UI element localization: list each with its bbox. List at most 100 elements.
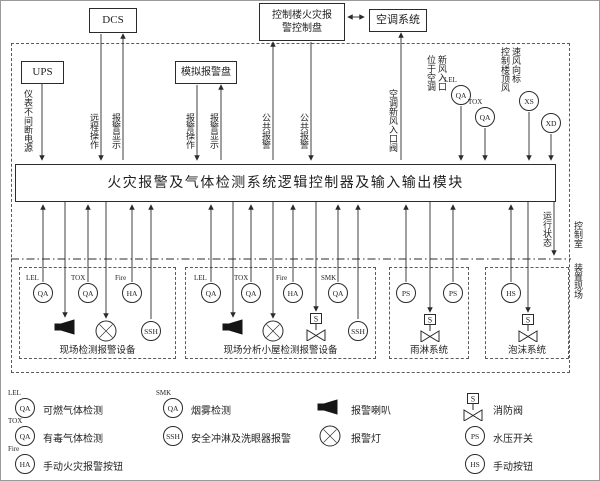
g2-instrument-tox: TOX QA <box>234 274 261 303</box>
system-boundary-border <box>11 43 570 373</box>
alarm-horn-icon <box>54 319 75 335</box>
group-analyzer-house-label: 现场分析小屋检测报警设备 <box>223 346 338 356</box>
g2-instrument-ssh: SSH <box>348 321 368 341</box>
instrument-bubble: PS <box>465 426 485 446</box>
valve-letter: S <box>314 315 318 324</box>
valve-letter: S <box>428 316 432 325</box>
group-analyzer-house-border: 现场分析小屋检测报警设备 <box>185 267 376 359</box>
legend-desc-smoke: 烟雾检测 <box>191 406 231 417</box>
instrument-tag: TOX <box>8 417 23 425</box>
fire-valve-icon: S <box>463 393 483 421</box>
instrument-bubble: QA <box>33 283 53 303</box>
g1-instrument-lel: LEL QA <box>26 274 53 303</box>
g2-instrument-fire: Fire HA <box>276 274 303 303</box>
note-fresh-air-inlet: 位于空调新风入口 <box>426 55 447 91</box>
legend-desc-lel: 可燃气体检测 <box>43 406 103 417</box>
instrument-bubble: XS <box>519 91 539 111</box>
instrument-bubble: HA <box>122 283 142 303</box>
group-deluge-border: 雨淋系统 <box>389 267 469 359</box>
legend-symbol-smoke: SMK QA <box>156 389 183 418</box>
legend-symbol-tox: TOX QA <box>8 417 35 446</box>
instrument-bubble: SSH <box>141 321 161 341</box>
hvac-box: 空调系统 <box>369 9 427 32</box>
instrument-tag: SMK <box>156 389 172 397</box>
fire-panel-box: 控制楼火灾报警控制盘 <box>259 3 345 41</box>
instrument-bubble: HA <box>15 454 35 474</box>
analog-alarm-panel-box: 模拟报警盘 <box>175 61 237 84</box>
instrument-wind-speed: XS <box>519 91 539 111</box>
instrument-bubble: QA <box>328 283 348 303</box>
dcs-label: DCS <box>102 14 124 26</box>
instrument-tag: SMK <box>321 274 337 282</box>
legend-desc-fire: 手动火灾报警按钮 <box>43 462 123 473</box>
instrument-bubble: XD <box>541 113 561 133</box>
g1-instrument-tox: TOX QA <box>71 274 98 303</box>
instrument-tag: LEL <box>26 274 39 282</box>
instrument-bubble: SSH <box>163 426 183 446</box>
legend-symbol-ps: PS <box>465 426 485 446</box>
instrument-bubble: HS <box>465 454 485 474</box>
legend-desc-tox: 有毒气体检测 <box>43 434 103 445</box>
instrument-bubble: QA <box>15 398 35 418</box>
instrument-bubble: QA <box>475 107 495 127</box>
g1-instrument-ssh: SSH <box>141 321 161 341</box>
instrument-tag: TOX <box>71 274 86 282</box>
wire-label-alarm-display-dcs: 报警显示 <box>111 113 121 149</box>
instrument-bubble: SSH <box>348 321 368 341</box>
legend-desc-valve: 消防阀 <box>493 406 523 417</box>
alarm-light-icon <box>319 425 341 447</box>
instrument-tag: LEL <box>194 274 207 282</box>
legend-symbol-ssh: SSH <box>163 426 183 446</box>
legend-desc-horn: 报警喇叭 <box>351 406 391 417</box>
wire-label-fresh-air-valve: 空调新风入口阀 <box>388 89 398 152</box>
instrument-tag: TOX <box>234 274 249 282</box>
instrument-bubble: QA <box>241 283 261 303</box>
g1-instrument-fire: Fire HA <box>115 274 142 303</box>
instrument-bubble: QA <box>78 283 98 303</box>
dcs-box: DCS <box>89 8 137 33</box>
instrument-fresh-air-lel: LEL QA <box>444 76 471 105</box>
wire-label-common-alarm-left: 公共报警 <box>261 113 271 149</box>
instrument-bubble: PS <box>396 283 416 303</box>
analog-alarm-panel-label: 模拟报警盘 <box>181 67 231 78</box>
logic-controller-box: 火灾报警及气体检测系统逻辑控制器及输入输出模块 <box>15 164 556 202</box>
legend-symbol-hs: HS <box>465 454 485 474</box>
instrument-tag: Fire <box>115 274 127 282</box>
instrument-bubble: HA <box>283 283 303 303</box>
instrument-tag: TOX <box>468 98 483 106</box>
instrument-bubble: QA <box>15 426 35 446</box>
wire-label-common-alarm-right: 公共报警 <box>299 113 309 149</box>
wire-label-alarm-operation: 报警操作 <box>185 113 195 149</box>
ups-box: UPS <box>21 61 64 84</box>
legend-desc-ps: 水压开关 <box>493 434 533 445</box>
legend-desc-hs: 手动按钮 <box>493 462 533 473</box>
wire-label-run-status: 运行状态 <box>542 211 552 247</box>
hvac-label: 空调系统 <box>376 14 420 26</box>
boundary-label-field: 装置现场 <box>573 263 583 299</box>
alarm-horn-icon <box>222 319 243 335</box>
wire-label-alarm-display-panel: 报警显示 <box>209 113 219 149</box>
boundary-label-control-room: 控制室 <box>573 221 583 248</box>
instrument-tag: LEL <box>444 76 457 84</box>
group-field-detection-border: 现场检测报警设备 <box>19 267 176 359</box>
group-deluge-label: 雨淋系统 <box>409 346 448 356</box>
fire-valve-icon: S <box>306 313 326 341</box>
g2-instrument-lel: LEL QA <box>194 274 221 303</box>
instrument-bubble: QA <box>163 398 183 418</box>
legend-symbol-fire: Fire HA <box>8 445 35 474</box>
group-foam-label: 泡沫系统 <box>507 346 546 356</box>
group-foam-border: 泡沫系统 <box>485 267 569 359</box>
instrument-tag: Fire <box>8 445 20 453</box>
note-roof-wind: 控制楼顶风速风向标 <box>500 47 521 92</box>
ups-label: UPS <box>32 66 53 78</box>
fire-valve-icon: S <box>420 314 440 342</box>
logic-controller-title: 火灾报警及气体检测系统逻辑控制器及输入输出模块 <box>107 175 464 191</box>
legend-desc-ssh: 安全冲淋及洗眼器报警 <box>191 434 291 445</box>
fire-valve-icon: S <box>518 314 538 342</box>
g4-instrument-hs: HS <box>501 283 521 303</box>
instrument-bubble: QA <box>201 283 221 303</box>
g3-instrument-ps-1: PS <box>396 283 416 303</box>
wire-label-ups-power: 仪表不间断电源 <box>23 89 33 152</box>
